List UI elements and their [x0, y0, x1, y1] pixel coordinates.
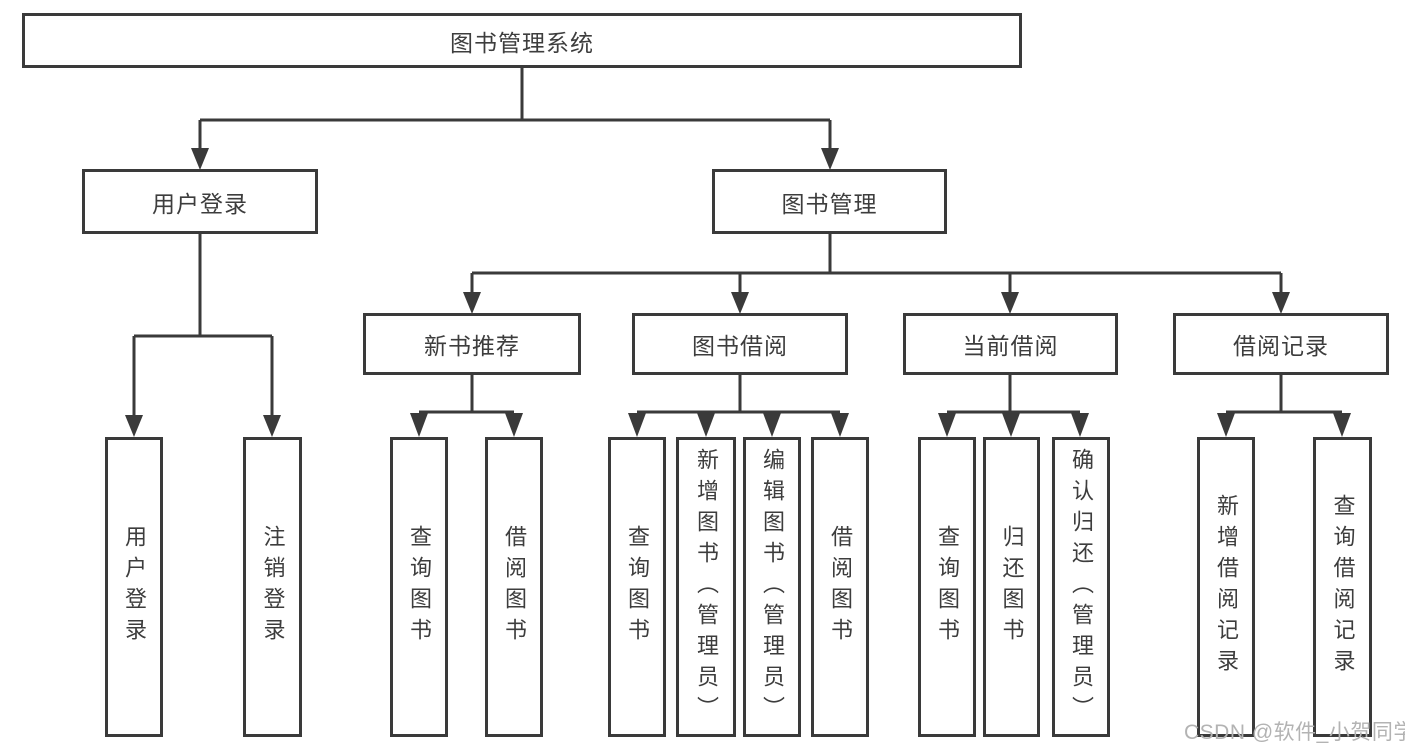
arrow-down-icon	[1001, 292, 1019, 314]
arrow-down-icon	[821, 148, 839, 170]
arrow-down-icon	[1071, 413, 1089, 437]
node-label: 图书借阅	[692, 333, 788, 359]
arrow-down-icon	[763, 413, 781, 437]
arrow-down-icon	[628, 413, 646, 437]
leaf-logout: 注销登录	[243, 437, 302, 737]
arrow-down-icon	[731, 292, 749, 314]
connector-current-borrow-to-leaves	[938, 375, 1089, 437]
connector-user-login-to-leaves	[125, 233, 281, 437]
node-label: 查询图书	[407, 525, 432, 649]
leaf-borrow-books: 借阅图书	[811, 437, 869, 737]
leaf-borrow-books-recommend: 借阅图书	[485, 437, 543, 737]
arrow-down-icon	[191, 148, 209, 170]
arrow-down-icon	[1002, 413, 1020, 437]
node-label: 用户登录	[152, 190, 248, 217]
leaf-return-books: 归还图书	[983, 437, 1040, 737]
node-label: 查询图书	[935, 525, 960, 649]
arrow-down-icon	[125, 415, 143, 437]
leaf-query-books-borrow: 查询图书	[608, 437, 666, 737]
watermark: CSDN @软件_小贺同学	[1184, 721, 1405, 744]
arrow-down-icon	[938, 413, 956, 437]
connector-borrow-records-to-leaves	[1217, 375, 1351, 437]
arrow-down-icon	[1333, 413, 1351, 437]
leaf-query-books-current: 查询图书	[918, 437, 976, 737]
node-label: 借阅图书	[502, 525, 527, 649]
leaf-add-books-admin: 新增图书（管理员）	[676, 437, 736, 737]
connector-book-borrow-to-leaves	[628, 375, 849, 437]
arrow-down-icon	[505, 413, 523, 437]
node-label: 用户登录	[122, 525, 147, 649]
node-book-borrowing: 图书借阅	[632, 313, 848, 375]
node-label: 图书管理系统	[450, 29, 594, 56]
node-label: 新增借阅记录	[1214, 494, 1239, 680]
arrow-down-icon	[263, 415, 281, 437]
arrow-down-icon	[410, 413, 428, 437]
node-borrowing-records: 借阅记录	[1173, 313, 1389, 375]
node-label: 新增图书（管理员）	[694, 447, 719, 727]
node-current-borrowing: 当前借阅	[903, 313, 1118, 375]
node-label: 借阅记录	[1233, 333, 1329, 359]
node-label: 归还图书	[999, 525, 1025, 649]
arrow-down-icon	[831, 413, 849, 437]
node-label: 新书推荐	[424, 333, 520, 359]
connector-new-book-to-leaves	[410, 375, 523, 437]
node-book-management: 图书管理	[712, 169, 947, 234]
connector-book-management-to-level3	[463, 233, 1290, 314]
arrow-down-icon	[1272, 292, 1290, 314]
arrow-down-icon	[697, 413, 715, 437]
node-label: 借阅图书	[828, 525, 853, 649]
node-label: 查询图书	[625, 525, 650, 649]
node-label: 确认归还（管理员）	[1069, 447, 1094, 727]
leaf-query-borrow-record: 查询借阅记录	[1313, 437, 1372, 737]
arrow-down-icon	[463, 292, 481, 314]
node-label: 注销登录	[260, 525, 286, 649]
leaf-add-borrow-record: 新增借阅记录	[1197, 437, 1255, 737]
node-user-login: 用户登录	[82, 169, 318, 234]
node-label: 查询借阅记录	[1330, 494, 1356, 680]
leaf-edit-books-admin: 编辑图书（管理员）	[743, 437, 801, 737]
node-new-book-recommendation: 新书推荐	[363, 313, 581, 375]
leaf-confirm-return-admin: 确认归还（管理员）	[1052, 437, 1110, 737]
arrow-down-icon	[1217, 413, 1235, 437]
node-label: 图书管理	[781, 190, 878, 217]
node-label: 编辑图书（管理员）	[760, 447, 785, 727]
leaf-query-books-recommend: 查询图书	[390, 437, 448, 737]
leaf-user-login: 用户登录	[105, 437, 163, 737]
node-library-management-system: 图书管理系统	[22, 13, 1022, 68]
connector-root-to-level2	[191, 67, 839, 170]
node-label: 当前借阅	[962, 333, 1059, 359]
